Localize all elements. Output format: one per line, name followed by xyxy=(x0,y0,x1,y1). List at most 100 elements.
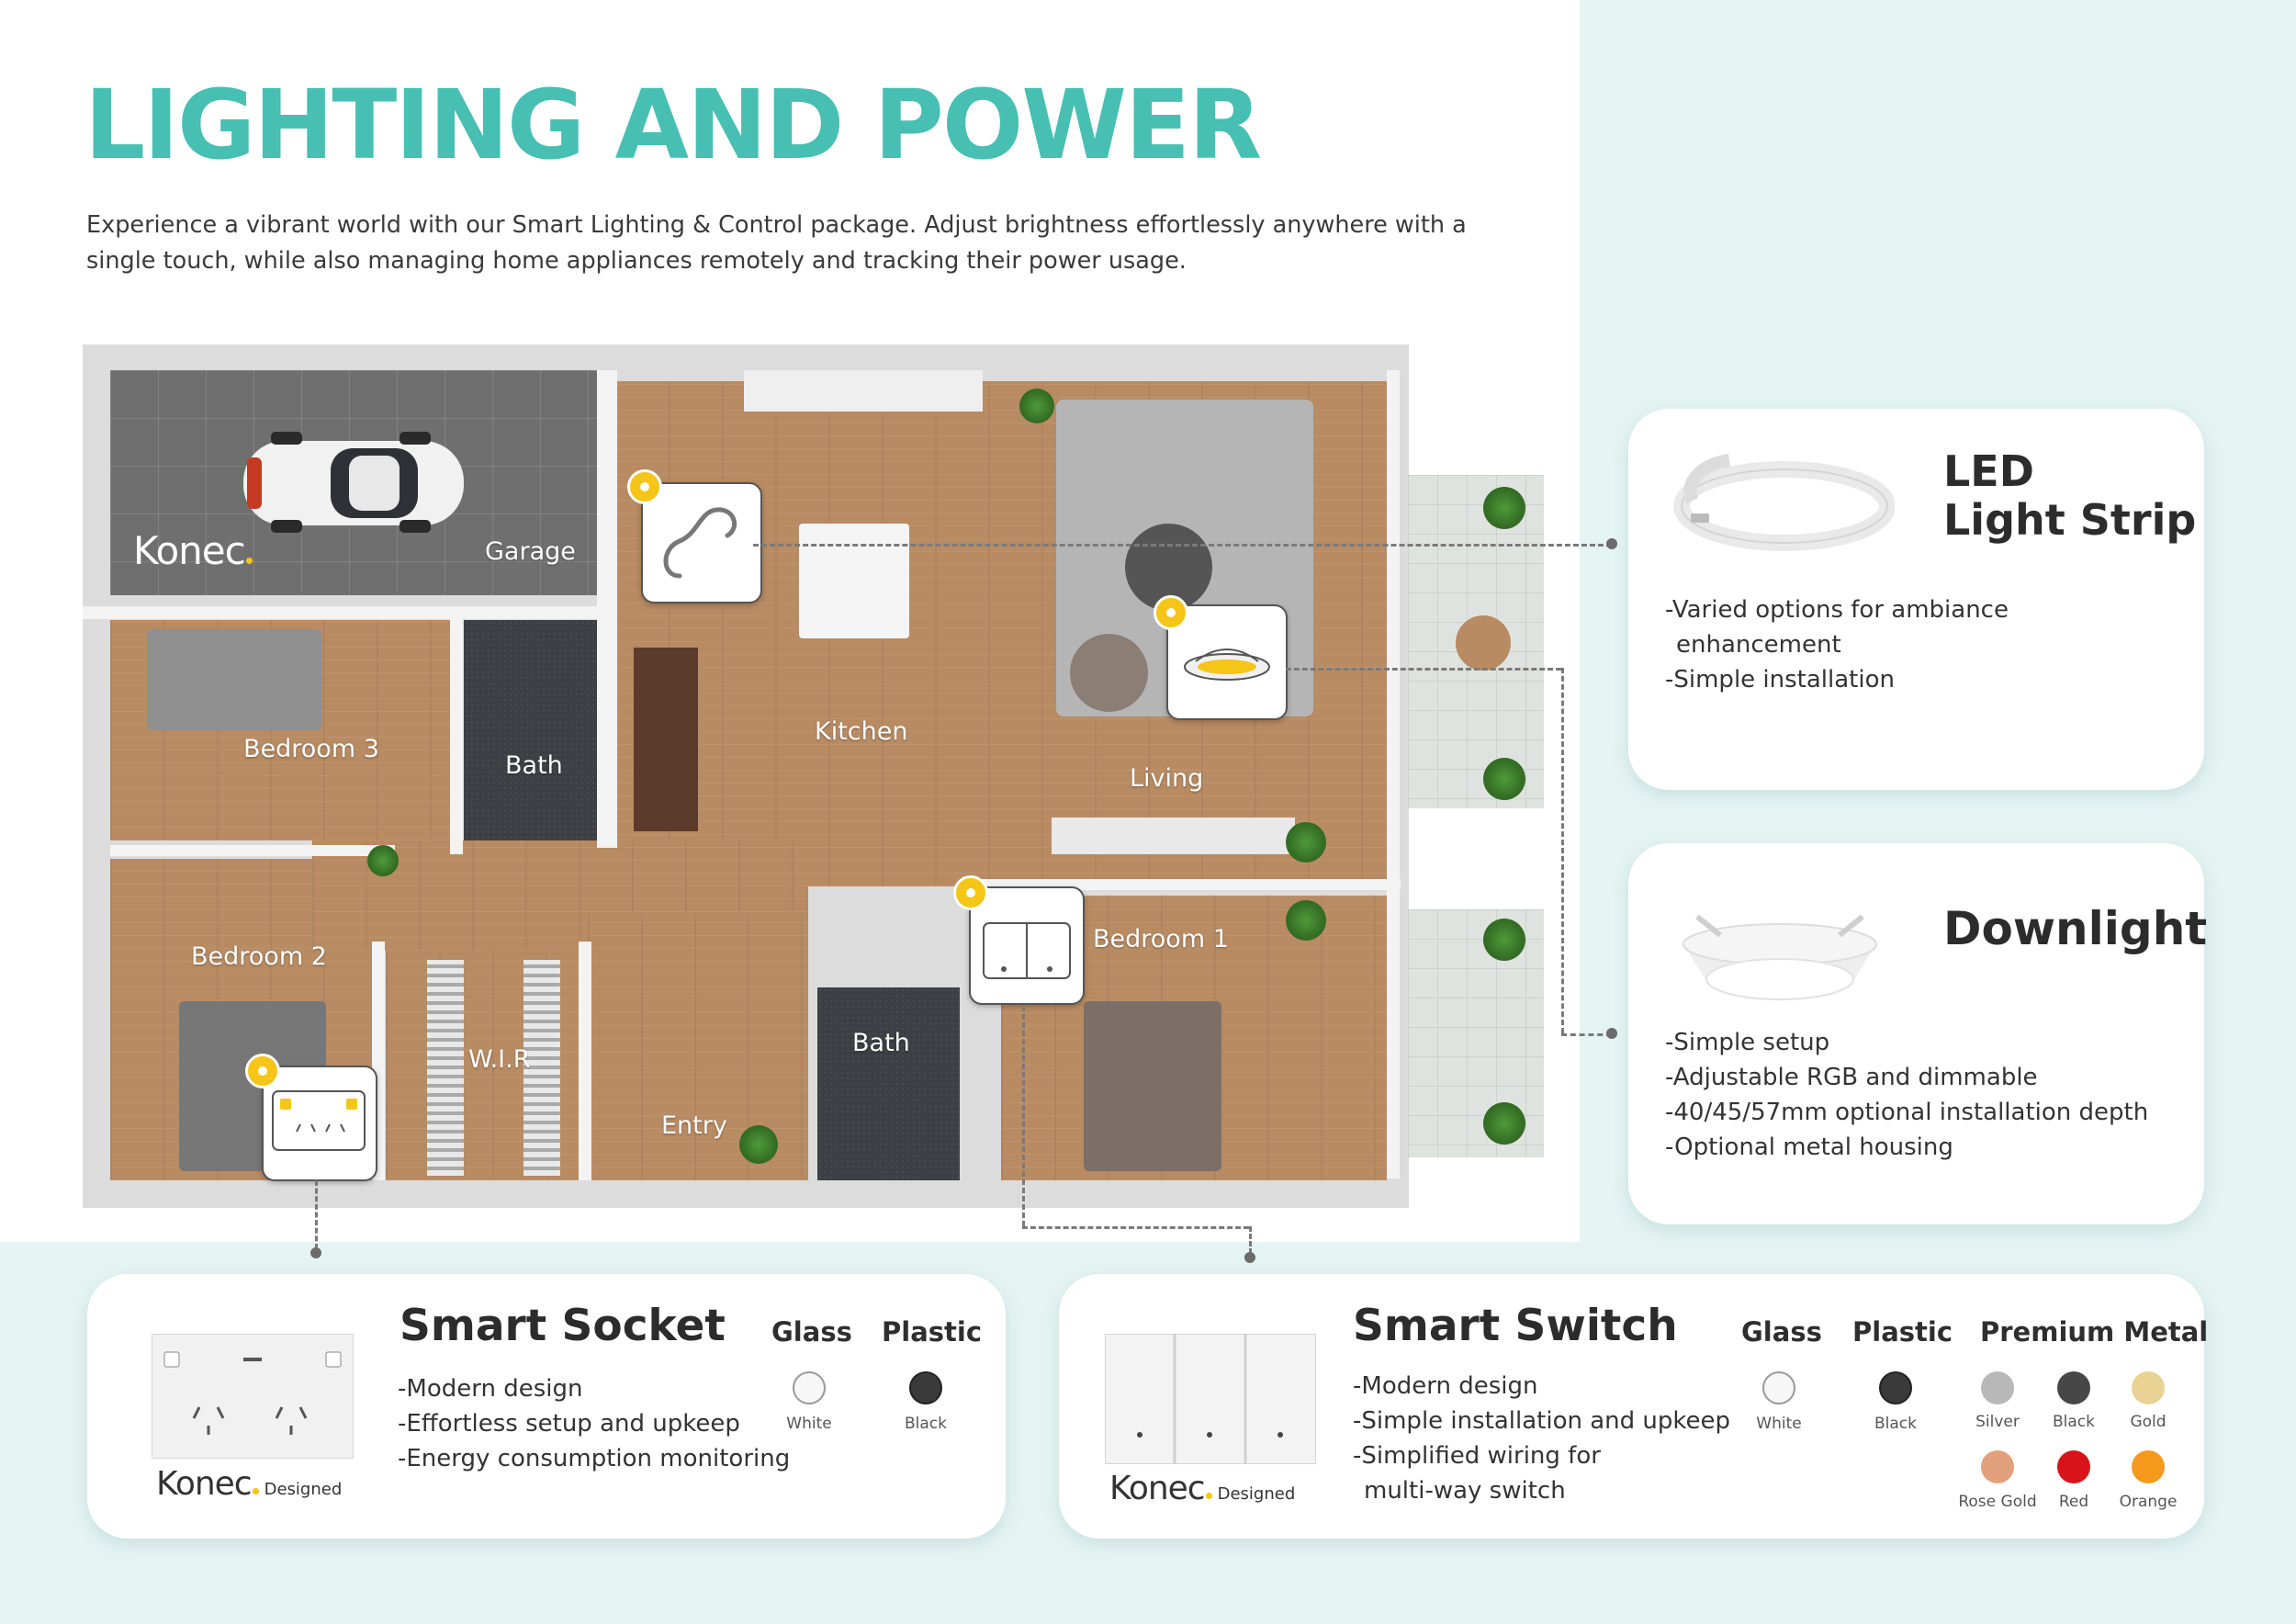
switch-brand-suffix: Designed xyxy=(1217,1484,1296,1504)
connector-led-strip xyxy=(753,544,1612,547)
socket-brand-suffix: Designed xyxy=(264,1480,343,1499)
smart-switch-card: Konec Designed Smart Switch -Modern desig… xyxy=(1059,1274,2208,1539)
led-strip-features: -Varied options for ambiance enhancement… xyxy=(1665,592,2009,697)
switch-swatch-red[interactable] xyxy=(2057,1450,2090,1483)
wall xyxy=(1387,370,1400,1179)
switch-swatch-label: Orange xyxy=(2119,1493,2178,1511)
socket-option-plastic-heading: Plastic xyxy=(882,1316,983,1348)
bath-lower-room xyxy=(817,987,960,1180)
socket-tile[interactable] xyxy=(262,1066,377,1181)
downlight-icon xyxy=(1184,648,1270,681)
wall xyxy=(83,606,606,619)
kitchen-island xyxy=(634,648,698,831)
room-label-bedroom2: Bedroom 2 xyxy=(191,942,327,971)
room-label-wir: W.I.R xyxy=(468,1045,531,1074)
rug-round xyxy=(1070,634,1148,712)
smart-socket-card: Konec Designed Smart Socket -Modern desig… xyxy=(87,1274,1006,1539)
switch-swatch-label: Black xyxy=(1874,1415,1917,1433)
room-label-bedroom3: Bedroom 3 xyxy=(243,735,379,763)
feature-item: -Simple setup xyxy=(1665,1029,1830,1056)
wall xyxy=(597,370,617,848)
feature-item: -Modern design xyxy=(398,1375,583,1403)
connector-dot xyxy=(310,1247,321,1258)
switch-swatch-black[interactable] xyxy=(1879,1371,1912,1404)
downlight-features: -Simple setup -Adjustable RGB and dimmab… xyxy=(1665,1025,2148,1165)
feature-item: -Optional metal housing xyxy=(1665,1133,1953,1161)
wall xyxy=(978,879,1401,890)
floor-plan: Konec Garage Bedroom 3 Bath Kitchen Livi… xyxy=(83,344,1409,1208)
switch-option-glass-heading: Glass xyxy=(1741,1316,1822,1348)
led-strip-icon xyxy=(663,507,737,579)
switch-swatch-gold[interactable] xyxy=(2132,1371,2165,1404)
plant xyxy=(739,1125,778,1164)
plant xyxy=(1286,822,1326,863)
socket-swatch-white[interactable] xyxy=(793,1371,826,1404)
room-label-bedroom1: Bedroom 1 xyxy=(1093,925,1229,953)
feature-item: -Varied options for ambiance xyxy=(1665,596,2009,624)
feature-item: -Energy consumption monitoring xyxy=(398,1445,791,1472)
downlight-card: Downlight -Simple setup -Adjustable RGB … xyxy=(1628,843,2208,1224)
switch-tile[interactable] xyxy=(969,886,1085,1005)
smart-socket-features: -Modern design -Effortless setup and upk… xyxy=(398,1371,790,1476)
smart-switch-title: Smart Switch xyxy=(1353,1301,1678,1351)
led-strip-title: LED Light Strip xyxy=(1943,447,2196,545)
room-label-garage: Garage xyxy=(485,537,576,566)
feature-item: enhancement xyxy=(1676,631,1841,659)
downlight-title: Downlight xyxy=(1943,902,2208,955)
connector-downlight xyxy=(1561,1033,1612,1036)
bedroom1-room xyxy=(1001,896,1387,1180)
led-strip-pin-icon[interactable] xyxy=(627,469,662,504)
car-icon xyxy=(243,432,464,533)
switch-swatch-silver[interactable] xyxy=(1981,1371,2014,1404)
wall xyxy=(110,845,395,856)
socket-swatch-label: White xyxy=(786,1415,832,1433)
plant xyxy=(367,845,399,876)
socket-swatch-black[interactable] xyxy=(909,1371,942,1404)
bed-bedroom1 xyxy=(1084,1001,1221,1171)
socket-option-glass-heading: Glass xyxy=(771,1316,852,1348)
led-strip-product-image xyxy=(1673,454,1895,551)
intro-paragraph: Experience a vibrant world with our Smar… xyxy=(86,211,1467,275)
feature-item: -Adjustable RGB and dimmable xyxy=(1665,1064,2038,1091)
plant xyxy=(1483,487,1525,529)
switch-swatch-rose-gold[interactable] xyxy=(1981,1450,2014,1483)
wardrobe-rack xyxy=(427,960,464,1176)
socket-brand-name: Konec xyxy=(156,1465,253,1503)
switch-swatch-label: Gold xyxy=(2130,1413,2167,1431)
socket-pin-icon[interactable] xyxy=(245,1054,280,1088)
tv-unit xyxy=(1052,818,1295,854)
feature-item: -Simple installation xyxy=(1665,666,1895,694)
plant xyxy=(1483,758,1525,800)
feature-item: -Modern design xyxy=(1353,1372,1538,1400)
smart-socket-title: Smart Socket xyxy=(400,1301,726,1351)
socket-swatch-label: Black xyxy=(905,1415,947,1433)
switch-swatch-white[interactable] xyxy=(1762,1371,1795,1404)
led-strip-card: LED Light Strip -Varied options for ambi… xyxy=(1628,409,2204,790)
switch-swatch-metal-black[interactable] xyxy=(2057,1371,2090,1404)
socket-icon xyxy=(272,1090,366,1151)
outdoor-table xyxy=(1456,615,1511,671)
feature-item: -40/45/57mm optional installation depth xyxy=(1665,1099,2149,1126)
switch-brand-name: Konec xyxy=(1109,1470,1206,1507)
switch-swatch-orange[interactable] xyxy=(2132,1450,2165,1483)
downlight-tile[interactable] xyxy=(1166,604,1288,720)
downlight-pin-icon[interactable] xyxy=(1154,595,1188,630)
connector-switch xyxy=(1022,1006,1025,1226)
page-title: LIGHTING AND POWER xyxy=(84,69,1262,181)
wall xyxy=(579,942,591,1180)
smart-switch-features: -Modern design -Simple installation and … xyxy=(1353,1369,1730,1508)
switch-swatch-label: Silver xyxy=(1975,1413,2020,1431)
kitchen-counter xyxy=(744,370,983,412)
plant xyxy=(1483,919,1525,961)
led-strip-tile[interactable] xyxy=(641,482,762,603)
socket-brand: Konec Designed xyxy=(156,1465,342,1503)
downlight-product-image xyxy=(1683,914,1877,1000)
floor-plan-brand: Konec xyxy=(133,528,253,573)
switch-swatch-label: Black xyxy=(2053,1413,2095,1431)
connector-downlight xyxy=(1561,668,1564,1033)
connector-switch xyxy=(1022,1226,1249,1229)
room-label-bath-upper: Bath xyxy=(505,751,563,780)
switch-brand: Konec Designed xyxy=(1109,1470,1295,1507)
switch-pin-icon[interactable] xyxy=(953,875,988,910)
switch-swatch-label: White xyxy=(1756,1415,1802,1433)
